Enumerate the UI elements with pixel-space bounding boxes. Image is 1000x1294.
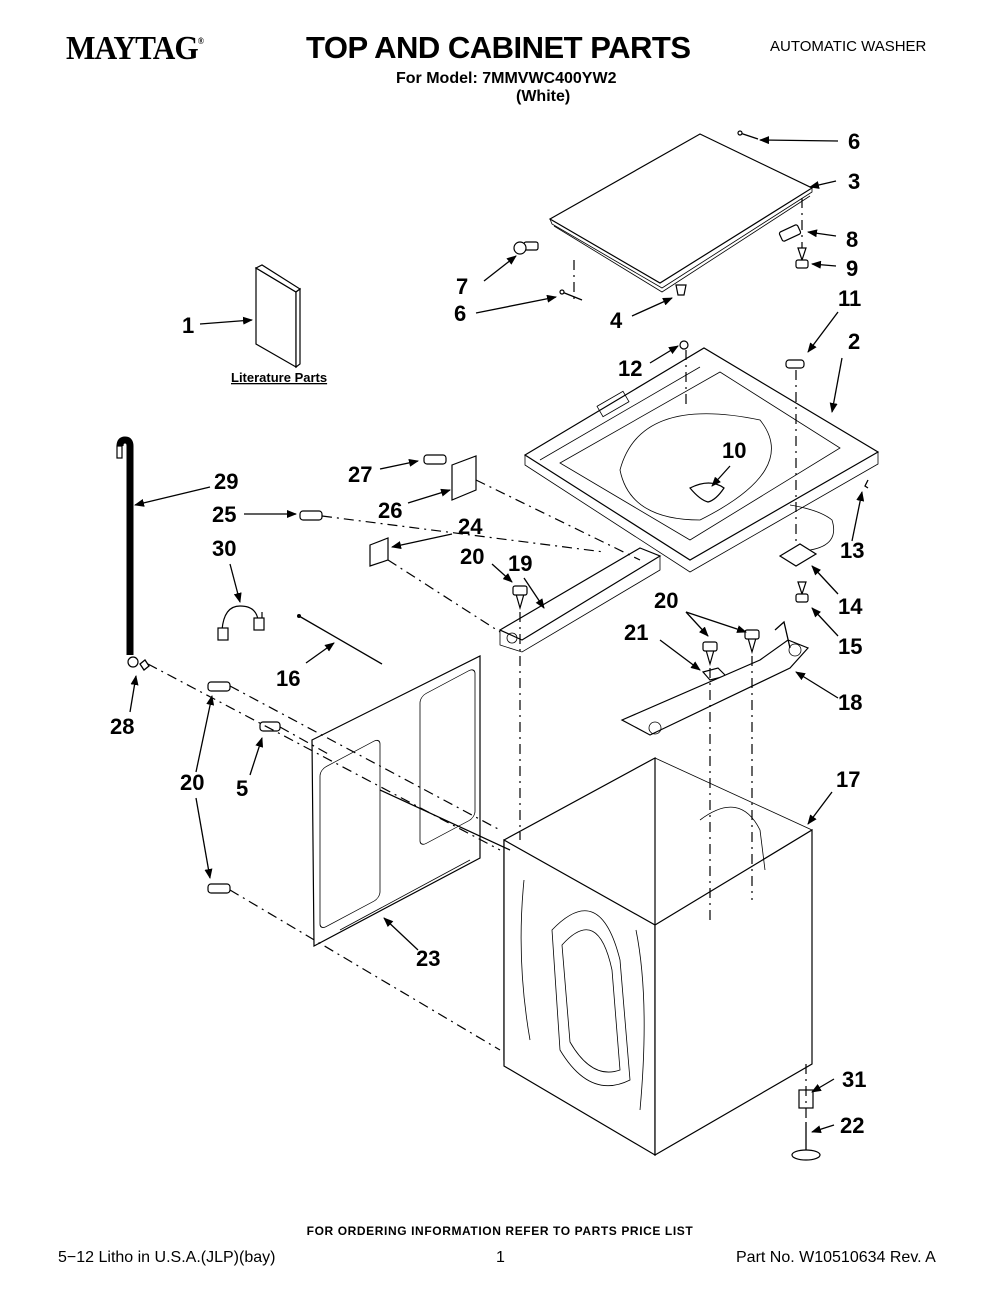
callout-12: 12 (618, 356, 642, 381)
callout-3: 3 (848, 169, 860, 194)
page-title: TOP AND CABINET PARTS (306, 30, 691, 65)
callout-21: 21 (624, 620, 648, 645)
callout-22: 22 (840, 1113, 864, 1138)
callout-20-rear-brace: 20 (654, 588, 678, 613)
callout-23: 23 (416, 946, 440, 971)
bracket-26 (451, 455, 477, 501)
literature-booklet (254, 264, 302, 369)
callout-27: 27 (348, 462, 372, 487)
callout-19: 19 (508, 551, 532, 576)
callout-29: 29 (214, 469, 238, 494)
hinge-screw (795, 247, 809, 269)
drain-hose (116, 436, 139, 668)
callout-26: 26 (378, 498, 402, 523)
bracket-24 (369, 537, 389, 567)
callout-15: 15 (838, 634, 862, 659)
screw-5 (259, 721, 281, 732)
registered-mark: ® (197, 36, 204, 46)
callout-24: 24 (458, 514, 483, 539)
model-number: For Model: 7MMVWC400YW2 (396, 70, 617, 87)
screw-20-lower (207, 883, 231, 894)
rear-brace (620, 620, 810, 736)
lid-pin-top (737, 130, 759, 140)
screw-20-upper (207, 681, 231, 692)
guide-line-screw-20-upper (229, 685, 501, 831)
screw-27 (423, 454, 447, 465)
callout-14: 14 (838, 594, 863, 619)
screw-20-rear-brace-b (744, 629, 760, 655)
guide-line-bracket-26 (475, 479, 641, 561)
wire-clip (864, 479, 869, 489)
ordering-note: FOR ORDERING INFORMATION REFER TO PARTS … (306, 1224, 694, 1238)
screw-20-front-brace (512, 585, 528, 611)
screw-25 (299, 510, 323, 521)
hose-guide (217, 605, 265, 641)
lid-hinge (778, 224, 802, 242)
top-nut (679, 340, 689, 350)
callout-6-bottom: 6 (454, 301, 466, 326)
callout-28: 28 (110, 714, 134, 739)
callout-31: 31 (842, 1067, 866, 1092)
callout-2: 2 (848, 329, 860, 354)
guide-line-screw-5 (279, 726, 331, 756)
hose-clamp (139, 659, 150, 671)
guide-line-bracket-24 (387, 559, 501, 633)
lid-switch-actuator (785, 359, 805, 369)
part-number: Part No. W10510634 Rev. A (736, 1249, 936, 1266)
callout-20-rear-panel: 20 (180, 770, 204, 795)
dispenser-cap (689, 482, 725, 503)
page-number: 1 (496, 1249, 505, 1266)
callout-7: 7 (456, 274, 468, 299)
callout-10: 10 (722, 438, 746, 463)
callout-20-front-brace: 20 (460, 544, 484, 569)
guide-line-screw-25 (321, 515, 605, 553)
callout-arrows (129, 136, 865, 1134)
cable-tie (297, 614, 383, 665)
product-type: AUTOMATIC WASHER (770, 38, 927, 55)
washer-lid (548, 133, 814, 293)
cabinet (503, 756, 813, 1157)
washer-top (523, 347, 880, 573)
leveling-leg (791, 1122, 821, 1161)
callout-8: 8 (846, 227, 858, 252)
panel-diagonal (379, 789, 511, 851)
callout-25: 25 (212, 502, 236, 527)
lid-screw (513, 241, 539, 255)
callout-30: 30 (212, 536, 236, 561)
screw-20-rear-brace-a (702, 641, 718, 667)
litho-info: 5−12 Litho in U.S.A.(JLP)(bay) (58, 1249, 276, 1266)
literature-parts-label: Literature Parts (231, 370, 327, 385)
front-brace (498, 547, 662, 653)
callout-5: 5 (236, 776, 248, 801)
callout-1: 1 (182, 313, 194, 338)
callout-16: 16 (276, 666, 300, 691)
lid-switch (778, 504, 835, 567)
callout-13: 13 (840, 538, 864, 563)
rear-panel (311, 655, 481, 947)
brand-name: MAYTAG (66, 30, 199, 67)
callout-11: 11 (838, 286, 861, 311)
callout-18: 18 (838, 690, 862, 715)
brand-logo: MAYTAG® (66, 30, 204, 68)
callout-17: 17 (836, 767, 860, 792)
model-color: (White) (516, 88, 571, 105)
lid-bumper (675, 284, 687, 296)
callout-9: 9 (846, 256, 858, 281)
callout-4: 4 (610, 308, 623, 333)
callout-6-top: 6 (848, 129, 860, 154)
guide-line-screw-20-lower (229, 889, 501, 1051)
lid-pin-bottom (559, 289, 583, 301)
switch-screw (795, 581, 809, 603)
